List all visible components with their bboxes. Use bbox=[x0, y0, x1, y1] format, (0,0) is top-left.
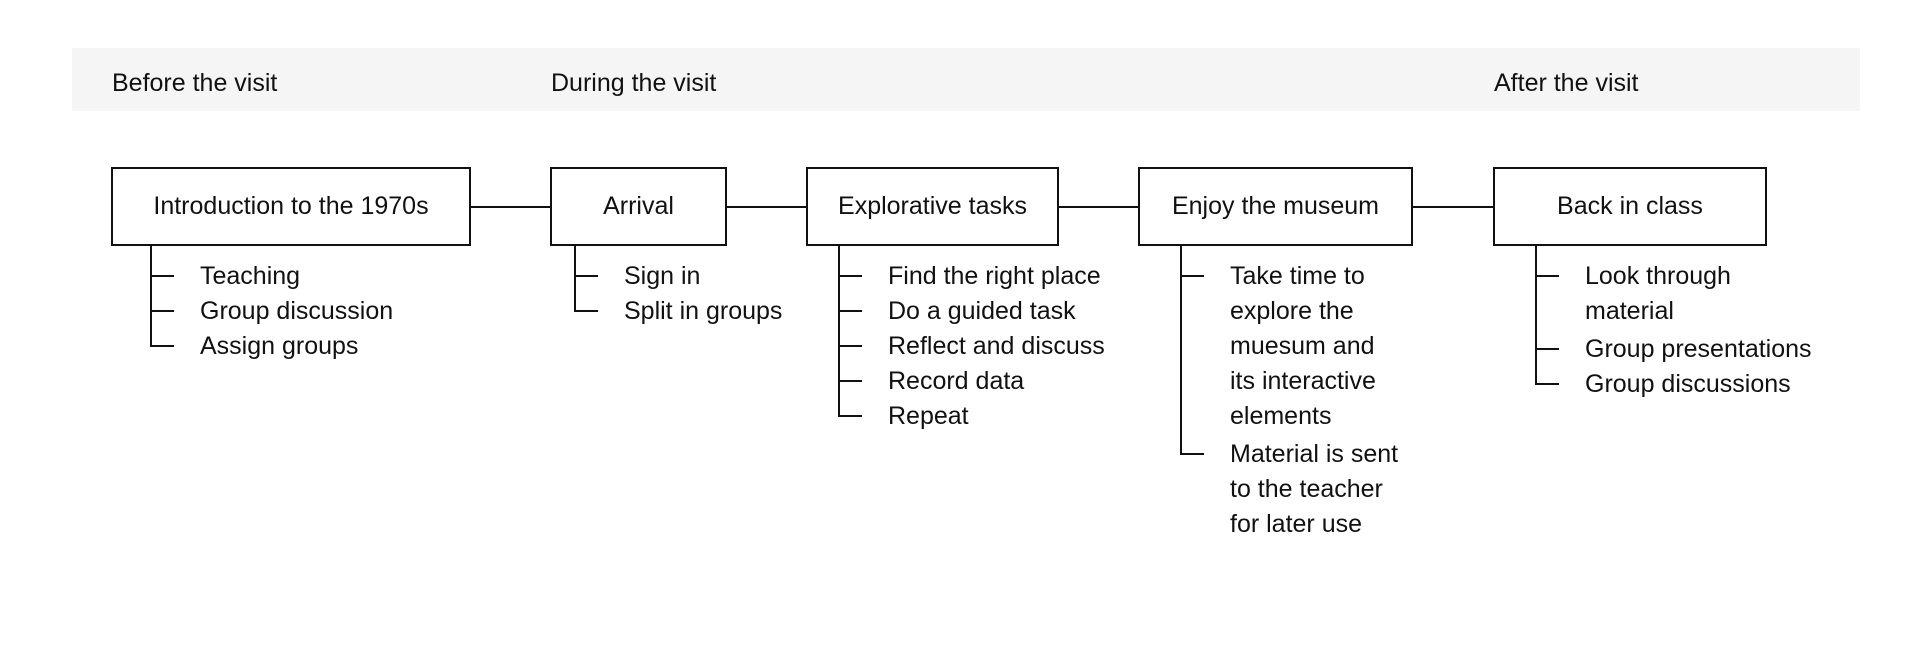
stage-0-item-2-line-0: Assign groups bbox=[200, 331, 359, 360]
branch-line bbox=[1535, 246, 1537, 385]
phase-label-during: During the visit bbox=[551, 69, 717, 97]
branch-tick bbox=[1536, 348, 1559, 350]
branch-tick bbox=[1181, 453, 1204, 455]
branch-tick bbox=[839, 310, 862, 312]
branch-tick bbox=[1536, 383, 1559, 385]
stage-3-item-0-line-4: elements bbox=[1230, 401, 1332, 430]
branch-tick bbox=[839, 415, 862, 417]
phase-label-before: Before the visit bbox=[112, 69, 278, 97]
stage-1-item-1-line-0: Split in groups bbox=[624, 296, 783, 325]
branch-tick bbox=[151, 310, 174, 312]
branch-line bbox=[838, 246, 840, 417]
stage-arrival: Arrival bbox=[550, 167, 727, 246]
stage-back-in-class: Back in class bbox=[1493, 167, 1767, 246]
stage-enjoy-museum: Enjoy the museum bbox=[1138, 167, 1413, 246]
branch-line bbox=[1180, 246, 1182, 455]
stage-4-item-1-line-0: Group presentations bbox=[1585, 334, 1812, 363]
branch-tick bbox=[839, 345, 862, 347]
stage-2-item-2-line-0: Reflect and discuss bbox=[888, 331, 1105, 360]
branch-tick bbox=[575, 310, 598, 312]
stage-3-item-0-line-2: muesum and bbox=[1230, 331, 1375, 360]
phase-header-band bbox=[72, 48, 1860, 111]
branch-tick bbox=[839, 380, 862, 382]
connector-explorative-enjoy bbox=[1057, 206, 1139, 208]
branch-tick bbox=[151, 275, 174, 277]
stage-2-item-0-line-0: Find the right place bbox=[888, 261, 1101, 290]
branch-tick bbox=[1181, 275, 1204, 277]
stage-4-item-0-line-1: material bbox=[1585, 296, 1674, 325]
branch-tick bbox=[839, 275, 862, 277]
branch-tick bbox=[575, 275, 598, 277]
connector-enjoy-backinclass bbox=[1411, 206, 1494, 208]
stage-3-item-1-line-1: to the teacher bbox=[1230, 474, 1383, 503]
stage-0-item-0-line-0: Teaching bbox=[200, 261, 301, 290]
branch-line bbox=[150, 246, 152, 347]
branch-line bbox=[574, 246, 576, 312]
connector-arrival-explorative bbox=[725, 206, 807, 208]
stage-0-item-1-line-0: Group discussion bbox=[200, 296, 394, 325]
connector-intro-arrival bbox=[469, 206, 551, 208]
stage-2-item-3-line-0: Record data bbox=[888, 366, 1025, 395]
stage-3-item-0-line-0: Take time to bbox=[1230, 261, 1365, 290]
stage-3-item-0-line-1: explore the bbox=[1230, 296, 1354, 325]
stage-4-item-0-line-0: Look through bbox=[1585, 261, 1731, 290]
branch-tick bbox=[151, 345, 174, 347]
stage-explorative-tasks: Explorative tasks bbox=[806, 167, 1059, 246]
stage-3-item-1-line-0: Material is sent bbox=[1230, 439, 1399, 468]
stage-introduction: Introduction to the 1970s bbox=[111, 167, 471, 246]
phase-label-after: After the visit bbox=[1494, 69, 1639, 97]
stage-2-item-4-line-0: Repeat bbox=[888, 401, 969, 430]
stage-3-item-0-line-3: its interactive bbox=[1230, 366, 1376, 395]
stage-1-item-0-line-0: Sign in bbox=[624, 261, 701, 290]
stage-3-item-1-line-2: for later use bbox=[1230, 509, 1363, 538]
stage-2-item-1-line-0: Do a guided task bbox=[888, 296, 1076, 325]
stage-4-item-2-line-0: Group discussions bbox=[1585, 369, 1791, 398]
branch-tick bbox=[1536, 275, 1559, 277]
